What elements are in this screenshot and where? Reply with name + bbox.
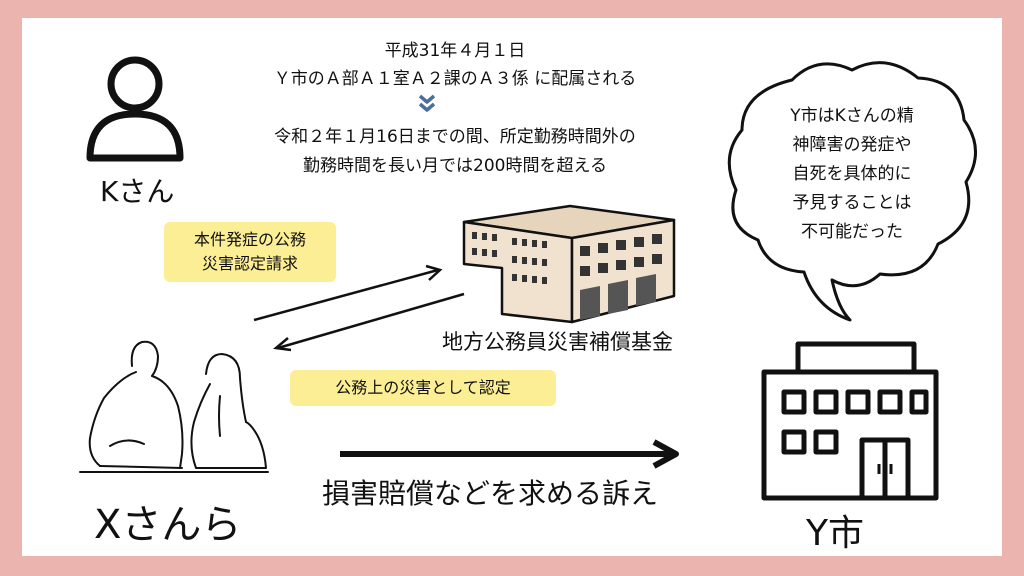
lawsuit-label: 損害賠償などを求める訴え <box>322 477 659 510</box>
fund-label: 地方公務員災害補償基金 <box>442 330 673 354</box>
claim-request-line-1: 本件発症の公務 <box>193 230 306 249</box>
timeline-assignment: Ｙ市のＡ部Ａ１室Ａ２課のＡ３係 に配属される <box>273 69 637 89</box>
speech-line-1: Y市はKさんの精 <box>790 106 914 126</box>
city-hall-icon <box>761 341 939 501</box>
speech-line-3: 自死を具体的に <box>792 164 912 184</box>
person-icon <box>86 56 184 162</box>
arrow-right-bold-icon <box>340 439 679 469</box>
people-sitting-icon <box>79 340 269 473</box>
claim-request-label: 本件発症の公務 災害認定請求 <box>164 222 336 282</box>
speech-line-4: 予見することは <box>792 193 912 213</box>
timeline-overtime-1: 令和２年１月16日までの間、所定勤務時間外の <box>274 127 636 147</box>
chevron-down-icon <box>418 94 436 112</box>
diagram-canvas: 平成31年４月１日 Ｙ市のＡ部Ａ１室Ａ２課のＡ３係 に配属される 令和２年１月1… <box>22 18 1002 556</box>
city-label: Y市 <box>806 513 864 554</box>
timeline-overtime-2: 勤務時間を長い月では200時間を超える <box>303 156 607 176</box>
claim-request-line-2: 災害認定請求 <box>201 254 298 273</box>
office-building-icon <box>462 204 676 324</box>
arrow-right-icon <box>253 264 443 322</box>
speech-bubble-icon <box>727 61 977 322</box>
speech-line-5: 不可能だった <box>801 222 903 242</box>
speech-line-2: 神障害の発症や <box>792 135 912 155</box>
person-k-label: Kさん <box>100 175 175 208</box>
recognition-label: 公務上の災害として認定 <box>290 370 556 406</box>
speech-text: Y市はKさんの精 神障害の発症や 自死を具体的に 予見することは 不可能だった <box>750 102 954 247</box>
timeline-date: 平成31年４月１日 <box>384 41 526 61</box>
arrow-left-icon <box>273 292 465 352</box>
plaintiffs-label: Xさんら <box>94 502 242 548</box>
